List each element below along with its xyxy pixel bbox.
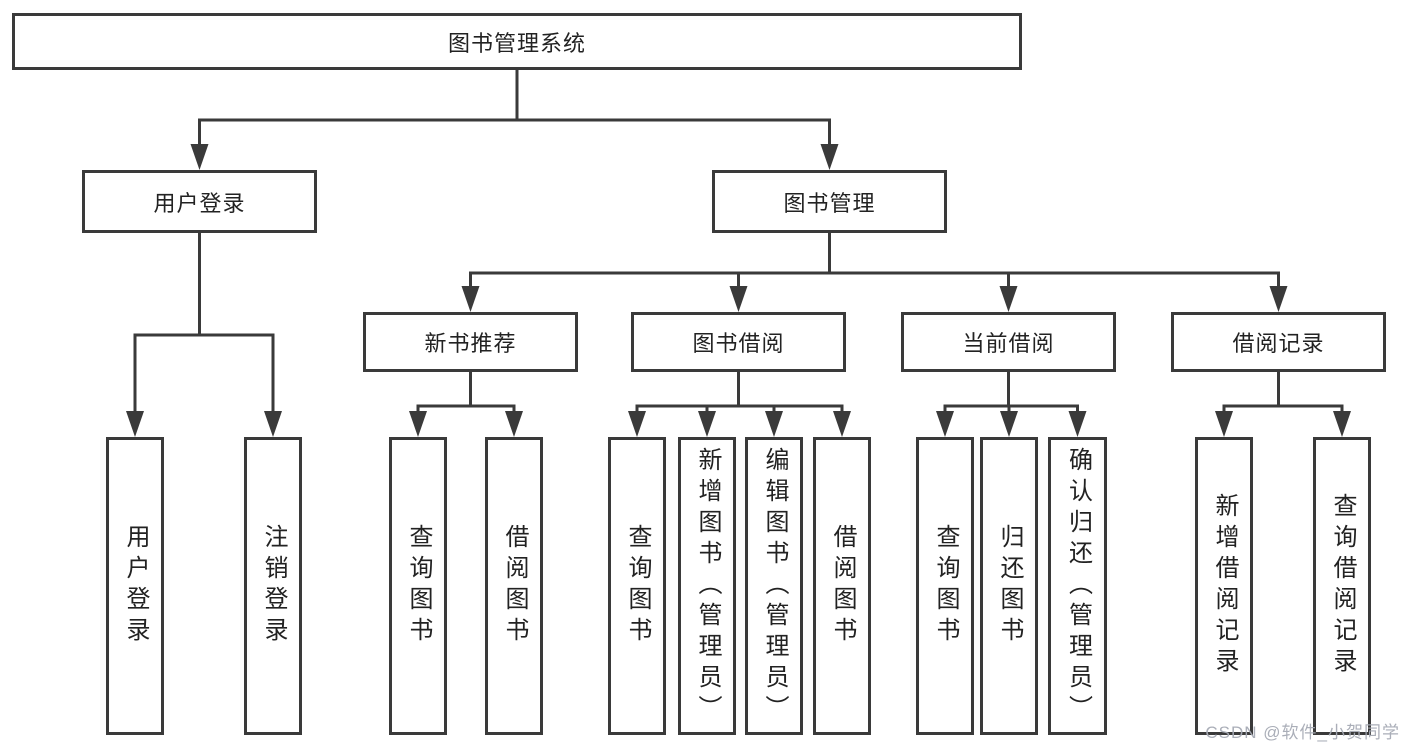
node-borrow-records: 借阅记录 (1171, 312, 1386, 372)
connector-root (190, 68, 839, 170)
node-book-mgmt: 图书管理 (712, 170, 947, 233)
arrowhead-icon (264, 411, 282, 437)
arrowhead-icon (833, 411, 851, 437)
arrowhead-icon (1215, 411, 1233, 437)
arrowhead-icon (628, 411, 646, 437)
arrowhead-icon (505, 411, 523, 437)
node-leaf-bb-query: 查询图书 (608, 437, 666, 735)
connector-user-login (126, 231, 282, 437)
connector-current-borrow (936, 370, 1087, 437)
arrowhead-icon (999, 286, 1018, 312)
node-label: 用户登录 (122, 524, 149, 648)
node-leaf-cb-query: 查询图书 (916, 437, 974, 735)
node-label: 查询借阅记录 (1329, 493, 1356, 679)
node-label: 借阅记录 (1232, 331, 1325, 356)
arrowhead-icon (820, 144, 839, 170)
arrowhead-icon (1269, 286, 1288, 312)
node-leaf-cb-confirm: 确认归还（管理员） (1048, 437, 1107, 735)
arrowhead-icon (729, 286, 748, 312)
arrowhead-icon (698, 411, 716, 437)
connector-borrow-records (1215, 370, 1351, 437)
node-label: 当前借阅 (962, 331, 1055, 356)
node-label: 图书借阅 (692, 331, 785, 356)
arrowhead-icon (765, 411, 783, 437)
node-label: 确认归还（管理员） (1064, 446, 1092, 726)
arrowhead-icon (409, 411, 427, 437)
arrowhead-icon (1068, 411, 1087, 437)
arrowhead-icon (461, 286, 480, 312)
node-leaf-bb-edit: 编辑图书（管理员） (745, 437, 803, 735)
node-book-borrow: 图书借阅 (631, 312, 846, 372)
arrowhead-icon (190, 144, 209, 170)
node-label: 图书管理系统 (447, 30, 586, 56)
connector-book-borrow (628, 370, 851, 437)
arrowhead-icon (1333, 411, 1351, 437)
watermark: CSDN @软件_小贺同学 (1205, 723, 1400, 742)
connector-new-book-rec (409, 370, 523, 437)
arrowhead-icon (1000, 411, 1018, 437)
node-label: 归还图书 (996, 524, 1023, 648)
arrowhead-icon (936, 411, 954, 437)
node-label: 查询图书 (932, 524, 959, 648)
node-leaf-bb-add: 新增图书（管理员） (678, 437, 736, 735)
node-root: 图书管理系统 (12, 13, 1022, 70)
node-label: 注销登录 (260, 524, 287, 648)
node-leaf-br-query: 查询借阅记录 (1313, 437, 1371, 735)
node-user-login: 用户登录 (82, 170, 317, 233)
node-leaf-rec-query: 查询图书 (389, 437, 447, 735)
node-label: 编辑图书（管理员） (761, 446, 788, 726)
node-leaf-bb-borrow: 借阅图书 (813, 437, 871, 735)
node-label: 借阅图书 (501, 524, 528, 648)
node-label: 查询图书 (405, 524, 432, 648)
arrowhead-icon (126, 411, 144, 437)
node-label: 新增借阅记录 (1211, 493, 1238, 679)
connector-book-mgmt (461, 231, 1288, 312)
node-current-borrow: 当前借阅 (901, 312, 1116, 372)
node-label: 用户登录 (153, 190, 246, 216)
node-leaf-login: 用户登录 (106, 437, 164, 735)
node-leaf-cb-return: 归还图书 (980, 437, 1038, 735)
node-label: 新书推荐 (424, 331, 517, 356)
node-leaf-logout: 注销登录 (244, 437, 302, 735)
node-new-book-rec: 新书推荐 (363, 312, 578, 372)
node-label: 新增图书（管理员） (694, 446, 721, 726)
node-leaf-br-add: 新增借阅记录 (1195, 437, 1253, 735)
node-label: 图书管理 (783, 190, 876, 216)
node-label: 查询图书 (624, 524, 651, 648)
node-leaf-rec-borrow: 借阅图书 (485, 437, 543, 735)
node-label: 借阅图书 (829, 524, 856, 648)
